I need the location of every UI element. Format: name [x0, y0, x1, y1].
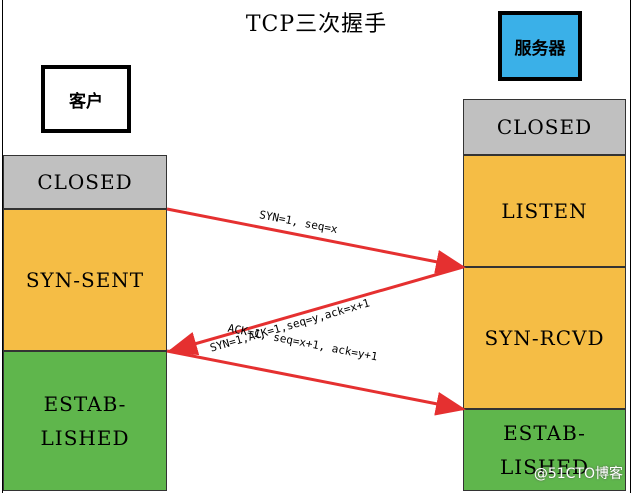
client-actor-label: 客户	[69, 91, 103, 112]
client-state-syn-sent: SYN-SENT	[3, 209, 167, 351]
client-state-closed-label: CLOSED	[37, 170, 133, 194]
server-state-listen-label: LISTEN	[501, 199, 588, 223]
syn-arrow	[166, 207, 466, 274]
left-frame-line	[2, 0, 3, 493]
server-state-established-label: ESTAB- LISHED	[500, 421, 589, 479]
watermark-text: @51CTO博客	[533, 466, 623, 482]
right-frame-line	[630, 0, 631, 493]
syn-message-label: SYN=1, seq=x	[258, 208, 339, 236]
client-state-syn-sent-label: SYN-SENT	[25, 268, 145, 292]
server-state-established: ESTAB- LISHED	[463, 409, 626, 491]
client-state-established-label: ESTAB- LISHED	[40, 392, 130, 450]
client-state-established: ESTAB- LISHED	[3, 351, 167, 491]
client-state-closed: CLOSED	[3, 155, 167, 209]
server-state-closed: CLOSED	[463, 99, 626, 155]
server-actor-label: 服务器	[514, 38, 566, 59]
server-state-listen: LISTEN	[463, 155, 626, 267]
client-actor-box: 客户	[41, 65, 131, 133]
ack-arrow	[166, 349, 466, 416]
server-state-closed-label: CLOSED	[496, 115, 593, 139]
syn-ack-arrow	[167, 265, 464, 356]
server-state-syn-rcvd-label: SYN-RCVD	[484, 326, 605, 350]
diagram-title: TCP三次握手	[245, 12, 388, 37]
server-actor-box: 服务器	[498, 11, 582, 81]
server-state-syn-rcvd: SYN-RCVD	[463, 267, 626, 409]
